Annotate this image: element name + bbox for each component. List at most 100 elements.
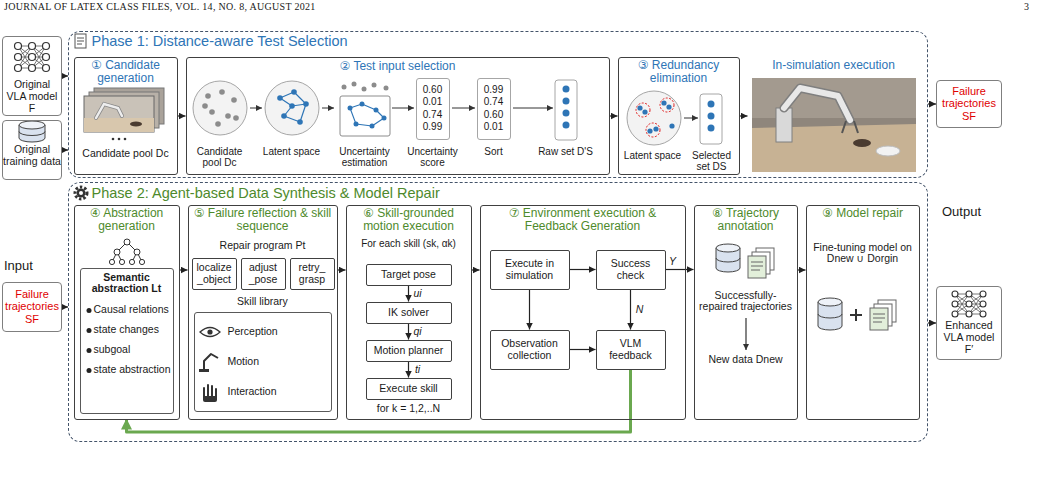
simulation-scene [853, 139, 871, 147]
redundancy-figure [636, 98, 674, 137]
connector-arrow [529, 290, 530, 330]
tree-icon [114, 249, 120, 255]
label-text: Original training data [3, 144, 61, 168]
uncertainty-figure [350, 104, 384, 126]
redundancy-figure [708, 113, 715, 120]
tree-icon [109, 239, 144, 265]
bullet-dots [87, 368, 92, 373]
label-text: Fine-tuning model on Dnew ∪ Dorgin [810, 242, 916, 266]
process-box: Observation collection [490, 330, 570, 370]
annotation-icons [748, 256, 766, 278]
document-icon [75, 34, 86, 48]
tree-icon [109, 259, 114, 264]
redundancy-figure [647, 128, 652, 133]
neural-net-icon [952, 311, 958, 317]
annotation-icons [751, 262, 763, 270]
database-icon [19, 132, 45, 136]
uncertainty-figure [342, 82, 389, 92]
simulation-scene [784, 88, 850, 120]
label-text: Failure trajectories SF [3, 288, 61, 325]
database-icon [19, 121, 45, 142]
tree-icon [119, 259, 124, 264]
process-box: Target pose [366, 264, 452, 286]
inner-box: Semantic abstraction LtCausal relationss… [80, 268, 174, 414]
label-text: Sort [470, 146, 518, 157]
latent-space-figure [289, 103, 295, 109]
box-text: Motion planner [374, 345, 443, 357]
label-text: Uncertainty score [404, 146, 462, 168]
skill-icons [199, 328, 220, 403]
scene-thumbnails [96, 104, 122, 118]
connector-arrow [408, 324, 409, 340]
scene-thumbnails [96, 104, 122, 118]
uncertainty-figure [348, 102, 387, 129]
step-title: ⑤ Failure reflection & skill sequence [190, 207, 336, 234]
neural-net-icon [15, 43, 50, 72]
gear-icon [77, 189, 86, 198]
database-icon [19, 121, 45, 129]
repair-icons [850, 309, 862, 321]
neural-net-icon [43, 43, 50, 50]
candidate-pool-figure [225, 113, 231, 119]
box-text: Success check [599, 258, 663, 282]
label-text: Successfully-repaired trajectories [698, 290, 794, 314]
candidate-pool-figure [250, 108, 262, 109]
candidate-pool-figure [231, 97, 237, 103]
step-title: In-simulation execution [750, 59, 918, 72]
connector-arrow [178, 115, 186, 116]
process-box: Execute in simulation [490, 250, 570, 290]
step-title: ① Candidate generation [76, 59, 176, 86]
uncertainty-figure [370, 124, 375, 129]
box-text: retry_ grasp [293, 262, 332, 286]
input-output-box: Original VLA model F [2, 36, 62, 116]
redundancy-figure [661, 100, 666, 105]
simulation-scene [842, 121, 858, 133]
raw-set-column [555, 80, 577, 140]
raw-set-column [563, 98, 570, 105]
neural-net-icon [966, 291, 972, 297]
bullet-dots [87, 348, 92, 353]
uncertainty-figure [352, 82, 357, 87]
neural-net-icon [952, 301, 958, 307]
neural-net-icon [43, 65, 50, 72]
scene-thumbnails [124, 138, 127, 141]
label-text: Repair program Pt [190, 240, 336, 252]
score-list: 0.99 0.74 0.60 0.01 [477, 78, 511, 140]
output-label: Output [942, 204, 981, 219]
candidate-pool-figure [205, 93, 211, 99]
process-box: Success check [596, 250, 666, 290]
box-text: IK solver [388, 307, 429, 319]
uncertainty-figure [382, 116, 387, 121]
tree-icon [134, 249, 140, 255]
connector-arrow [798, 269, 806, 270]
box-text: localize _object [195, 262, 234, 286]
candidate-pool-figure [215, 121, 221, 127]
neural-net-icon [952, 291, 986, 317]
box-text: Execute skill [379, 383, 437, 395]
latent-space-figure [277, 89, 309, 125]
repair-icons [818, 314, 842, 318]
process-box: adjust _pose [241, 258, 286, 290]
label-text: Latent space [620, 150, 686, 161]
edge-label: N [635, 304, 645, 316]
phase-panel: Phase 2: Agent-based Data Synthesis & Mo… [68, 182, 928, 442]
edge-label: ui [412, 288, 422, 300]
connector-arrow [338, 269, 346, 270]
latent-space-figure [322, 108, 334, 109]
annotation-icons [716, 244, 740, 252]
input-output-box: Enhanced VLA model F′ [936, 286, 1002, 360]
redundancy-figure [653, 126, 658, 131]
repair-icons [870, 308, 888, 330]
neural-net-icon [29, 54, 36, 61]
raw-set-column [563, 86, 570, 129]
scene-thumbnails [118, 138, 121, 141]
raw-set-column [563, 122, 570, 129]
label-text: subgoal [94, 344, 172, 356]
label-text: Uncertainty estimation [330, 146, 400, 168]
tree-icon [129, 259, 134, 264]
edge-label: qi [412, 326, 422, 338]
uncertainty-figure [392, 108, 414, 109]
label-text: state changes [94, 324, 172, 336]
label-text: Semantic abstraction Lt [82, 272, 172, 296]
